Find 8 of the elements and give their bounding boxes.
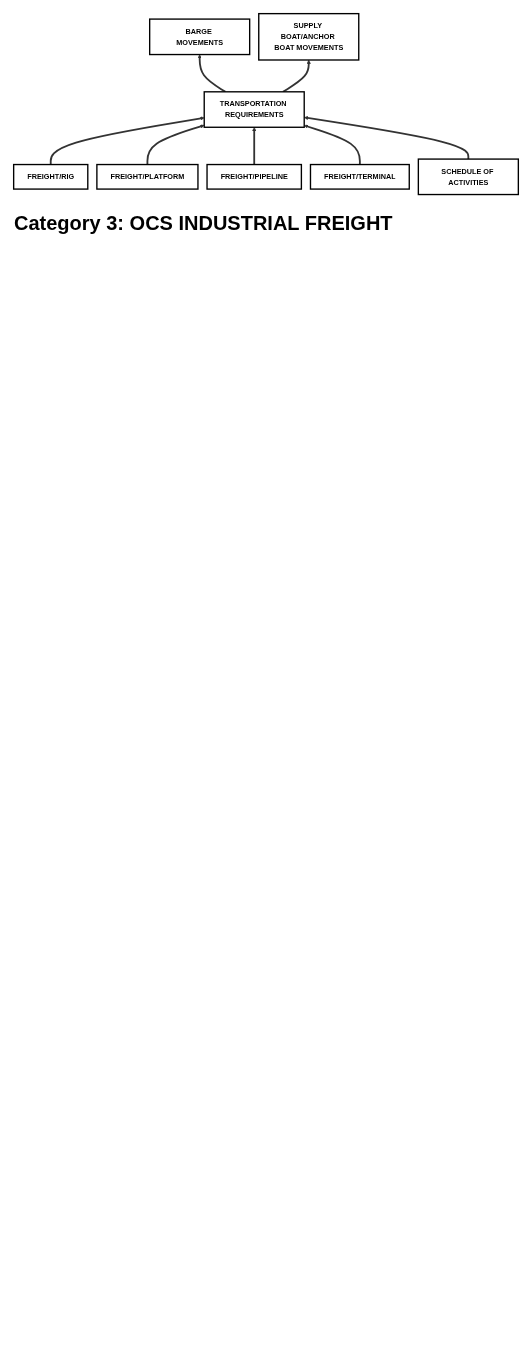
arrow <box>304 124 361 166</box>
arrow <box>146 124 205 166</box>
arrow <box>252 127 257 166</box>
arrow <box>197 54 227 93</box>
diagram-title: Category 3: OCS INDUSTRIAL FREIGHT <box>14 212 393 236</box>
arrow <box>304 116 470 160</box>
arrow <box>282 59 311 93</box>
arrow <box>49 116 205 166</box>
